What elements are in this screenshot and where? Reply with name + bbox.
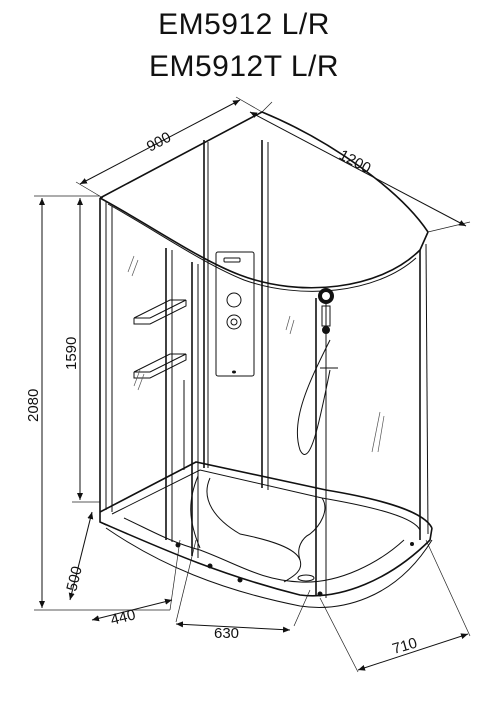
dim-900: 900 [75,96,263,199]
dim-1590-label: 1590 [63,337,80,370]
dim-2080-label: 2080 [25,389,42,422]
cabin-frame [99,111,429,598]
dim-710-label: 710 [390,635,419,658]
dim-500-label: 500 [63,565,86,593]
model-title-2: EM5912T L/R [148,50,340,83]
dim-500: 500 [63,511,94,601]
model-title-1: EM5912 L/R [158,8,330,41]
dim-630-label: 630 [214,625,239,642]
dim-440-label: 440 [109,606,137,629]
shelf-icon [133,299,187,379]
dim-630: 630 [175,539,311,642]
dim-900-label: 900 [144,129,174,156]
dim-1590: 1590 [63,198,100,503]
shower-tray [99,461,433,608]
dim-440: 440 [91,539,181,629]
dim-710: 710 [319,539,471,673]
dim-2080: 2080 [25,195,170,611]
